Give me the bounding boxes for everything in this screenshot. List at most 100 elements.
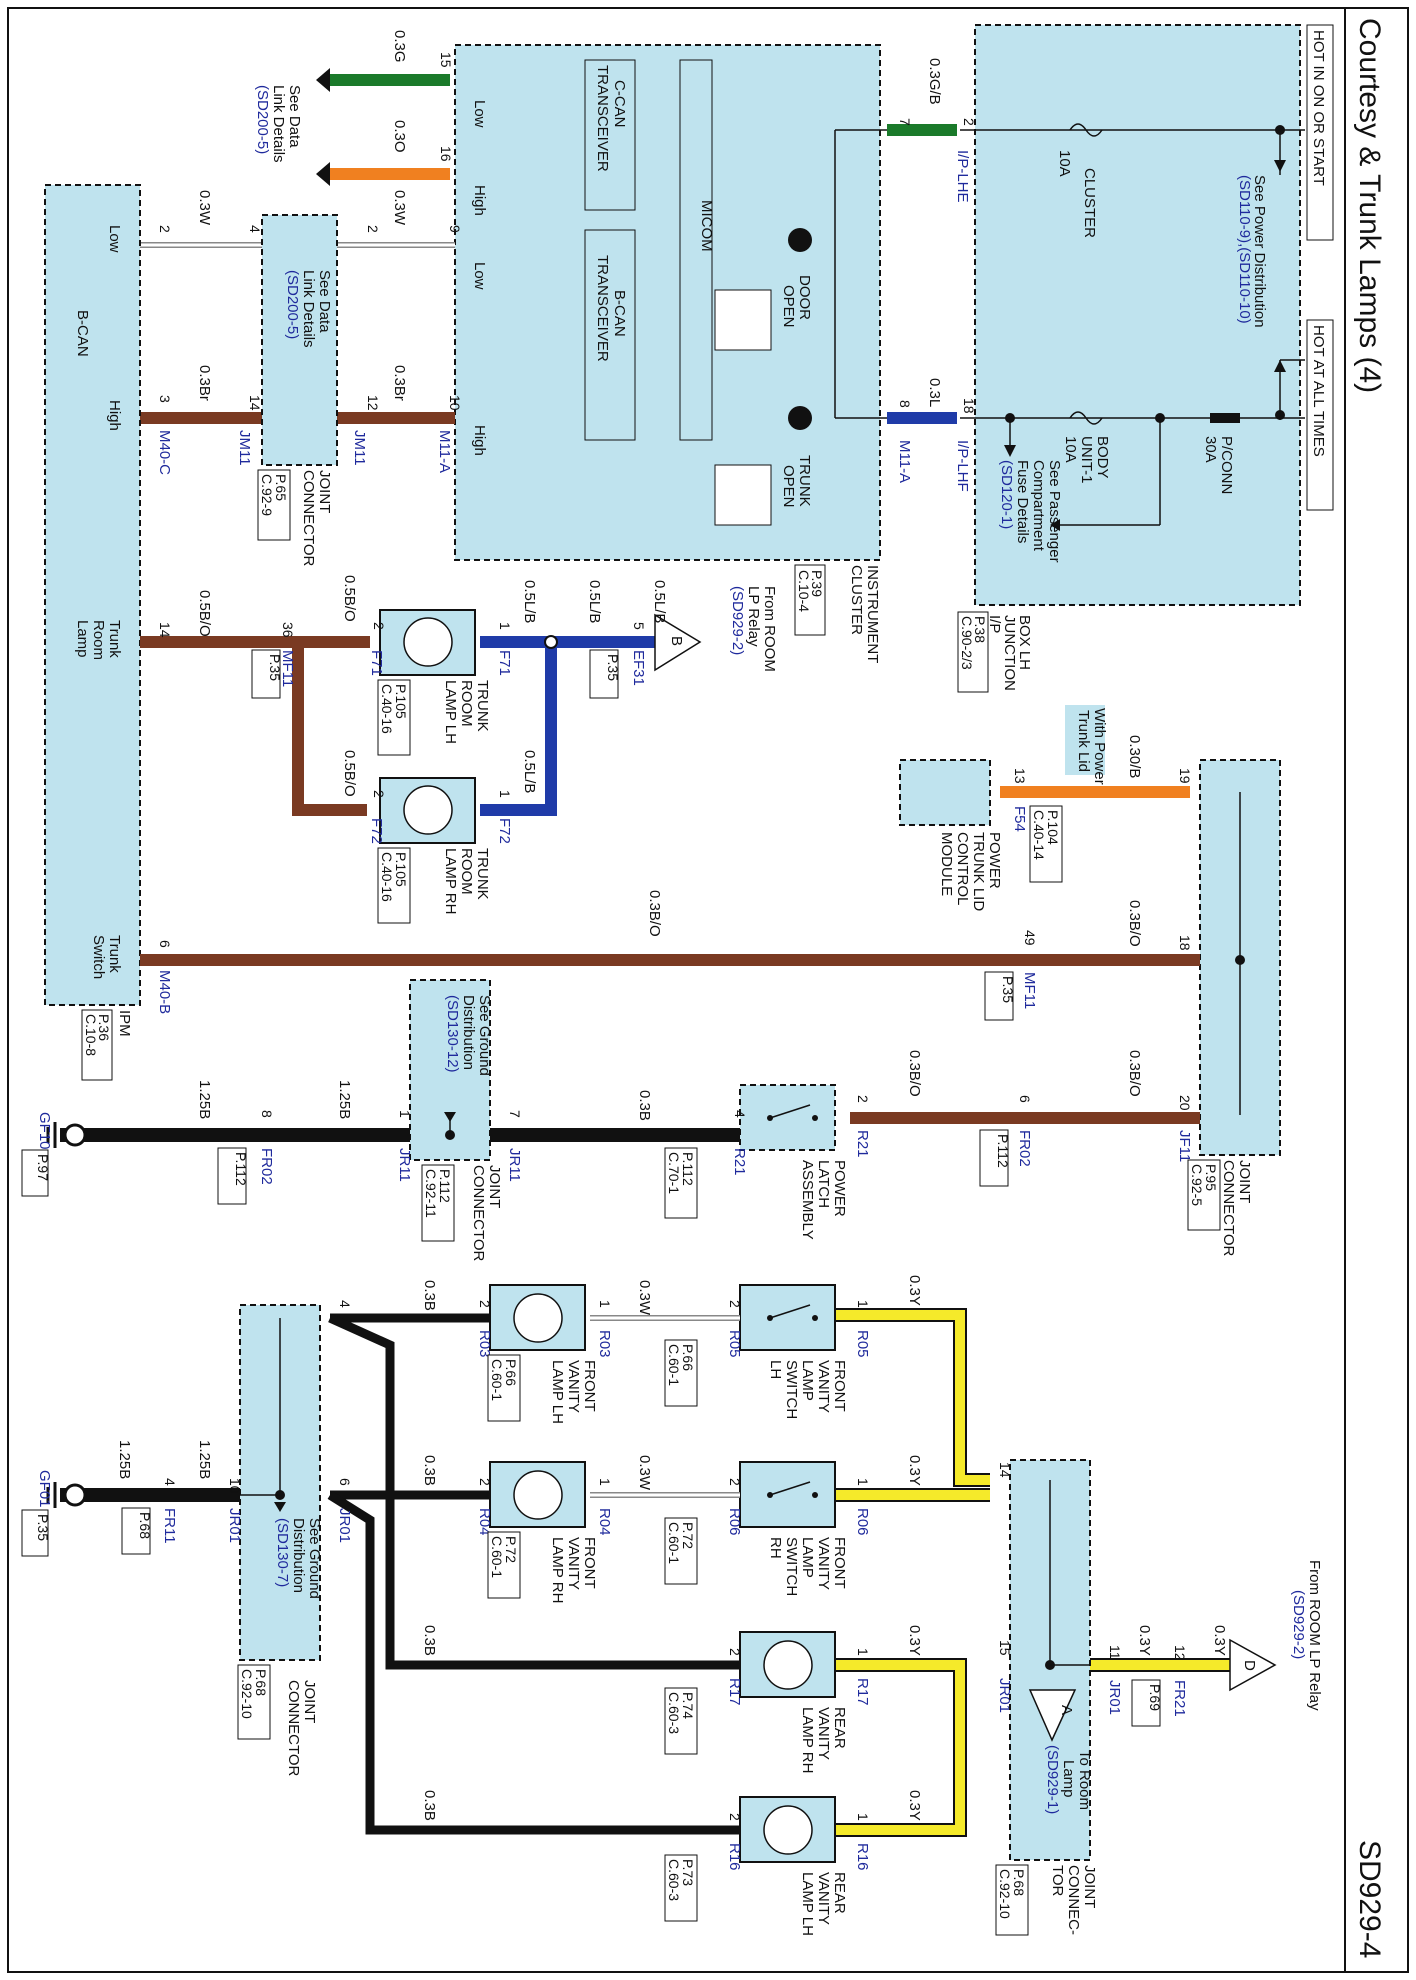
svg-text:6: 6 (1017, 1095, 1033, 1103)
svg-text:0.3Y: 0.3Y (1211, 1625, 1228, 1656)
svg-text:See Data: See Data (286, 85, 303, 148)
svg-text:0.3L: 0.3L (926, 378, 943, 407)
fuse-cluster-label: CLUSTER (1081, 168, 1098, 238)
svg-text:TRUNK: TRUNK (474, 848, 491, 900)
svg-text:0.3W: 0.3W (196, 190, 213, 226)
svg-text:2: 2 (961, 118, 977, 126)
svg-text:P.97: P.97 (35, 1154, 51, 1181)
svg-text:C.10-4: C.10-4 (796, 570, 812, 612)
svg-text:15: 15 (997, 1640, 1013, 1656)
svg-text:0.5B/O: 0.5B/O (341, 750, 358, 797)
svg-text:F54: F54 (1011, 806, 1028, 832)
jr01-bottom-joint-connector: See Ground Distribution (SD130-7) JOINT … (21, 1304, 323, 1777)
svg-text:FR11: FR11 (161, 1508, 178, 1544)
svg-text:R06: R06 (726, 1508, 743, 1536)
jr01-top-joint-connector: A To Room Lamp (SD929-1) JOINT CONNEC- T… (995, 1459, 1098, 1936)
power-distribution-ref: (SD110-9),(SD110-10) (1236, 175, 1253, 324)
svg-text:12: 12 (1172, 1645, 1188, 1661)
svg-text:6: 6 (157, 940, 173, 948)
svg-text:(SD200-5): (SD200-5) (284, 270, 301, 339)
door-open-icon (714, 289, 772, 351)
svg-text:0.5L/B: 0.5L/B (521, 580, 538, 623)
svg-text:CONNECTOR: CONNECTOR (470, 1165, 487, 1262)
svg-text:C.60-3: C.60-3 (666, 1859, 682, 1901)
svg-text:RH: RH (767, 1537, 784, 1559)
svg-text:Switch: Switch (90, 935, 107, 979)
svg-text:P.73: P.73 (680, 1859, 696, 1886)
svg-text:(SD929-2): (SD929-2) (1290, 1590, 1307, 1659)
trunk-room-lamp-lh: 2 1 F71 F71 TRUNK ROOM LAMP LH P.105 C.4… (368, 609, 513, 756)
power-trunk-lid-module: 13 19 F54 P.104 C.40-14 0.30/B With Powe… (899, 705, 1193, 911)
svg-text:0.3W: 0.3W (636, 1455, 653, 1491)
svg-text:R21: R21 (854, 1130, 871, 1158)
svg-text:2: 2 (371, 622, 387, 630)
svg-text:R04: R04 (596, 1508, 613, 1536)
svg-text:0.5L/B: 0.5L/B (586, 580, 603, 623)
svg-text:LATCH: LATCH (815, 1160, 832, 1208)
svg-text:ASSEMBLY: ASSEMBLY (799, 1160, 816, 1240)
svg-text:Lamp: Lamp (1060, 1760, 1077, 1798)
svg-text:VANITY: VANITY (815, 1537, 832, 1590)
svg-text:1.25B: 1.25B (116, 1440, 133, 1479)
svg-text:Distribution: Distribution (460, 995, 477, 1070)
svg-text:2: 2 (727, 1813, 743, 1821)
svg-text:A: A (1058, 1705, 1075, 1715)
svg-text:JOINT: JOINT (316, 470, 333, 513)
svg-text:2: 2 (855, 1095, 871, 1103)
svg-text:0.3B/O: 0.3B/O (906, 1050, 923, 1097)
svg-text:P.68: P.68 (1011, 1869, 1027, 1896)
ccan-transceiver (584, 59, 636, 211)
svg-text:LAMP RH: LAMP RH (442, 848, 459, 914)
svg-text:10: 10 (227, 1478, 243, 1494)
svg-text:GF01: GF01 (36, 1470, 53, 1508)
svg-text:F72: F72 (496, 818, 513, 844)
svg-text:M40-C: M40-C (156, 430, 173, 475)
svg-text:FR02: FR02 (258, 1148, 275, 1185)
svg-text:REAR: REAR (831, 1872, 848, 1914)
svg-text:P.112: P.112 (233, 1152, 249, 1186)
svg-text:VANITY: VANITY (815, 1872, 832, 1925)
svg-text:VANITY: VANITY (565, 1360, 582, 1413)
svg-text:CONNECTOR: CONNECTOR (285, 1680, 302, 1777)
svg-text:0.3Y: 0.3Y (1136, 1625, 1153, 1656)
svg-text:1: 1 (597, 1300, 613, 1308)
svg-text:Link Details: Link Details (300, 270, 317, 348)
svg-text:MF11: MF11 (1021, 972, 1038, 1009)
svg-text:VANITY: VANITY (815, 1707, 832, 1760)
hot-at-all-times-box (1306, 319, 1334, 511)
svg-text:P.68: P.68 (137, 1512, 153, 1539)
svg-text:(SD929-2): (SD929-2) (729, 586, 746, 655)
svg-text:(SD130-12): (SD130-12) (444, 995, 461, 1073)
svg-text:14: 14 (247, 395, 263, 411)
trunk-switch-wire: 6 M40-B 0.3B/O 49 MF11 P.35 0.3B/O 18 (140, 890, 1200, 1021)
svg-text:LAMP LH: LAMP LH (442, 680, 459, 744)
svg-text:1: 1 (855, 1813, 871, 1821)
svg-text:6: 6 (337, 1478, 353, 1486)
front-vanity-switch-rh: 1 R06 2 R06 FRONT VANITY LAMP SWITCH RH … (590, 1455, 871, 1596)
jr11-joint-connector: See Ground Distribution (SD130-12) JOINT… (21, 979, 503, 1262)
svg-text:4: 4 (162, 1478, 178, 1486)
svg-text:JM11: JM11 (236, 430, 253, 466)
svg-text:Room: Room (90, 620, 107, 660)
svg-text:P.35: P.35 (1000, 976, 1016, 1003)
svg-text:R21: R21 (731, 1148, 748, 1176)
svg-text:C.70-1: C.70-1 (666, 1152, 682, 1194)
svg-text:C.92-5: C.92-5 (1189, 1164, 1205, 1206)
svg-text:P.72: P.72 (503, 1536, 519, 1563)
svg-text:C.10-8: C.10-8 (83, 1014, 99, 1056)
svg-text:C.92-11: C.92-11 (423, 1169, 439, 1218)
svg-text:Low: Low (471, 262, 488, 290)
svg-text:2: 2 (477, 1300, 493, 1308)
svg-text:P.65: P.65 (273, 474, 289, 501)
trunk-open-icon (714, 464, 772, 526)
svg-text:0.5L/B: 0.5L/B (651, 580, 668, 623)
door-open-label-2: OPEN (780, 285, 797, 328)
svg-text:0.3B: 0.3B (636, 1090, 653, 1121)
svg-text:1: 1 (855, 1478, 871, 1486)
svg-text:R16: R16 (854, 1843, 871, 1871)
svg-text:LAMP RH: LAMP RH (799, 1707, 816, 1773)
svg-text:C.60-1: C.60-1 (666, 1522, 682, 1564)
svg-text:M40-B: M40-B (156, 970, 173, 1014)
svg-text:FRONT: FRONT (581, 1360, 598, 1412)
